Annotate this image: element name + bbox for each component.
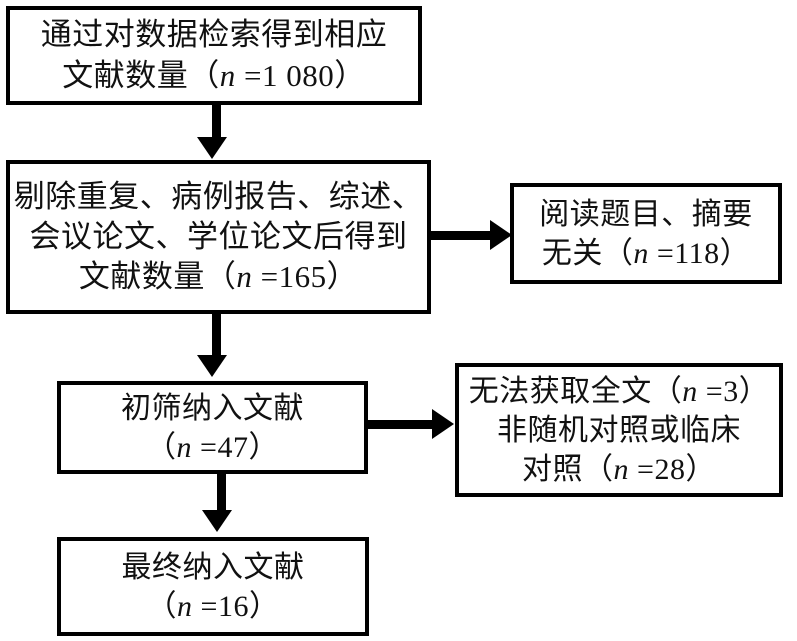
node-after-exclusions-count-prefix: 文献数量（ xyxy=(78,259,237,295)
node-excluded-title-abstract: 阅读题目、摘要 无关（n =118） xyxy=(510,183,782,284)
arrow-down-icon-exclude-to-screened xyxy=(197,355,227,377)
node-excluded-title-abstract-n-symbol: n xyxy=(633,236,649,270)
node-after-exclusions-count-value: =165） xyxy=(252,259,359,295)
node-screened-included-count-prefix: （ xyxy=(146,430,177,464)
node-records-identified-line-2: 文献数量（n =1 080） xyxy=(62,56,365,96)
node-excluded-full-text: 无法获取全文（n =3） 非随机对照或临床 对照（n =28） xyxy=(455,363,783,497)
node-excluded-full-text-line-3: 对照（n =28） xyxy=(522,450,716,489)
arrow-right-icon-exclude-to-titleabs xyxy=(490,220,512,250)
node-excluded-full-text-n-symbol-2: n xyxy=(613,452,630,486)
node-excluded-title-abstract-count-value: =118） xyxy=(648,236,751,270)
node-records-identified: 通过对数据检索得到相应 文献数量（n =1 080） xyxy=(6,6,422,105)
node-after-exclusions-line-3: 文献数量（n =165） xyxy=(79,257,358,297)
connector-screened-to-final-line xyxy=(217,474,226,512)
node-final-included-count-prefix: （ xyxy=(146,589,178,623)
node-final-included-count-value: =16） xyxy=(192,589,280,623)
node-excluded-full-text-nonrandomized-value: =28） xyxy=(629,452,716,486)
node-records-identified-line-1: 通过对数据检索得到相应 xyxy=(40,17,388,53)
connector-screened-to-fulltext-line xyxy=(368,420,434,429)
node-excluded-full-text-line-2: 非随机对照或临床 xyxy=(497,413,741,447)
node-screened-included-line-2: （n =47） xyxy=(146,428,279,467)
node-excluded-title-abstract-count-prefix: 无关（ xyxy=(541,236,634,270)
node-excluded-title-abstract-line-2: 无关（n =118） xyxy=(542,234,750,273)
node-screened-included-n-symbol: n xyxy=(176,430,193,464)
node-screened-included: 初筛纳入文献 （n =47） xyxy=(57,381,368,474)
node-final-included-line-1: 最终纳入文献 xyxy=(121,550,305,584)
node-screened-included-line-1: 初筛纳入文献 xyxy=(121,391,304,425)
connector-search-to-exclude-line xyxy=(212,105,221,141)
node-final-included-n-symbol: n xyxy=(177,589,193,623)
node-after-exclusions-line-2: 会议论文、学位论文后得到 xyxy=(29,218,408,254)
node-final-included: 最终纳入文献 （n =16） xyxy=(57,537,369,636)
node-excluded-full-text-nonrandomized-prefix: 对照（ xyxy=(522,452,614,486)
arrow-right-icon-screened-to-fulltext xyxy=(432,409,454,439)
node-after-exclusions-n-symbol: n xyxy=(236,259,253,295)
connector-exclude-to-screened-line xyxy=(212,314,221,358)
node-final-included-line-2: （n =16） xyxy=(147,587,280,626)
node-excluded-full-text-unavailable-value: =3） xyxy=(697,374,770,408)
connector-exclude-to-titleabs-line xyxy=(431,231,493,240)
node-screened-included-count-value: =47） xyxy=(192,430,279,464)
node-excluded-title-abstract-line-1: 阅读题目、摘要 xyxy=(539,197,753,231)
node-records-identified-n-symbol: n xyxy=(219,57,236,93)
node-after-exclusions-line-1: 剔除重复、病例报告、综述、 xyxy=(13,178,424,214)
node-excluded-full-text-line-1: 无法获取全文（n =3） xyxy=(469,372,769,411)
node-records-identified-count-value: =1 080） xyxy=(235,57,366,93)
arrow-down-icon-search-to-exclude xyxy=(197,137,227,159)
node-excluded-full-text-n-symbol-1: n xyxy=(682,374,698,408)
node-after-exclusions: 剔除重复、病例报告、综述、 会议论文、学位论文后得到 文献数量（n =165） xyxy=(6,160,431,314)
node-excluded-full-text-unavailable-prefix: 无法获取全文（ xyxy=(468,374,683,408)
arrow-down-icon-screened-to-final xyxy=(202,510,232,532)
node-records-identified-count-prefix: 文献数量（ xyxy=(62,57,220,93)
